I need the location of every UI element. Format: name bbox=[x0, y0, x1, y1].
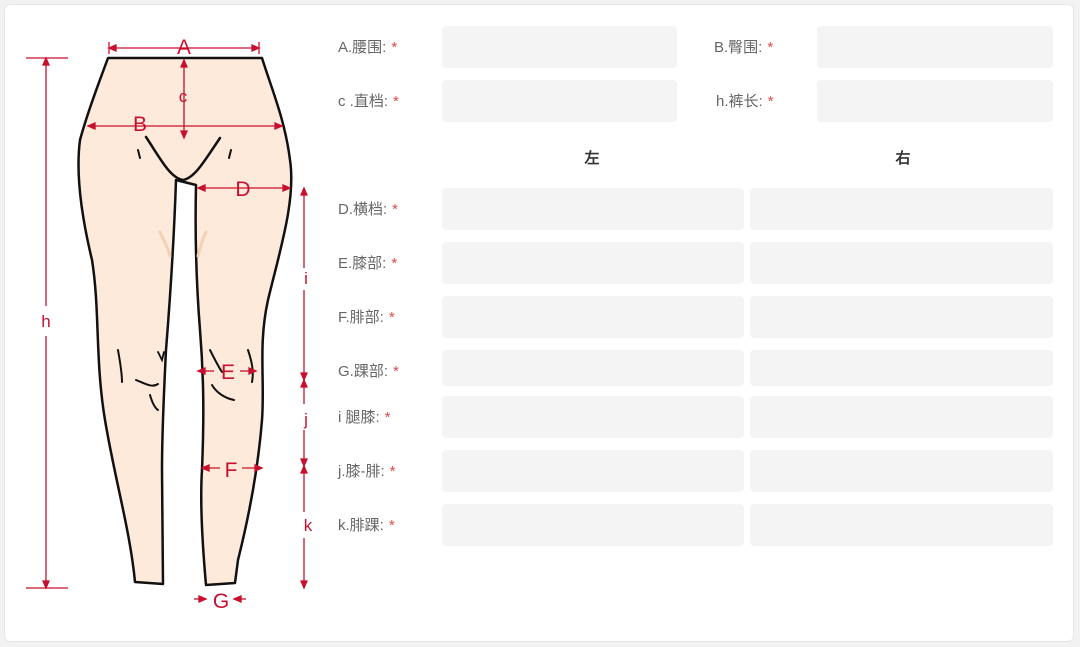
knee-right-input[interactable] bbox=[750, 242, 1053, 284]
calf-ankle-label: k.腓踝:* bbox=[338, 517, 395, 534]
thigh-label: D.横档:* bbox=[338, 201, 399, 218]
pants-length-input[interactable] bbox=[817, 80, 1053, 122]
knee-left-input[interactable] bbox=[442, 242, 744, 284]
calf-label: F.腓部:* bbox=[338, 309, 395, 326]
label-h: h bbox=[41, 312, 50, 331]
legs-silhouette bbox=[77, 56, 293, 587]
waist-input[interactable] bbox=[442, 26, 677, 68]
knee-calf-left-input[interactable] bbox=[442, 450, 744, 492]
calf-right-input[interactable] bbox=[750, 296, 1053, 338]
thigh-right-input[interactable] bbox=[750, 188, 1053, 230]
calf-ankle-right-input[interactable] bbox=[750, 504, 1053, 546]
hip-label: B.臀围:* bbox=[714, 39, 774, 56]
waist-label: A.腰围:* bbox=[338, 39, 398, 56]
label-E: E bbox=[221, 361, 235, 384]
ankle-label: G.踝部:* bbox=[338, 363, 399, 380]
label-c: c bbox=[179, 87, 188, 106]
label-G: G bbox=[213, 590, 229, 613]
thigh-left-input[interactable] bbox=[442, 188, 744, 230]
label-F: F bbox=[225, 459, 238, 482]
hip-input[interactable] bbox=[817, 26, 1053, 68]
label-A: A bbox=[177, 36, 191, 59]
knee-calf-label: j.膝-腓:* bbox=[338, 463, 396, 480]
legs-measurement-diagram: A c B D h i E j F k G bbox=[26, 36, 313, 613]
label-j: j bbox=[303, 410, 308, 429]
label-B: B bbox=[133, 113, 147, 136]
thigh-knee-label: i 腿膝:* bbox=[338, 409, 391, 426]
ankle-left-input[interactable] bbox=[442, 350, 744, 386]
rise-input[interactable] bbox=[442, 80, 677, 122]
left-column-header: 左 bbox=[584, 150, 600, 167]
thigh-knee-left-input[interactable] bbox=[442, 396, 744, 438]
ankle-right-input[interactable] bbox=[750, 350, 1053, 386]
calf-ankle-left-input[interactable] bbox=[442, 504, 744, 546]
knee-calf-right-input[interactable] bbox=[750, 450, 1053, 492]
crotch-line bbox=[144, 135, 222, 182]
rise-label: c .直档:* bbox=[338, 93, 399, 110]
pants-length-label: h.裤长:* bbox=[716, 93, 774, 110]
thigh-knee-right-input[interactable] bbox=[750, 396, 1053, 438]
calf-left-input[interactable] bbox=[442, 296, 744, 338]
label-D: D bbox=[235, 178, 250, 201]
right-column-header: 右 bbox=[895, 150, 911, 167]
label-i: i bbox=[304, 269, 308, 288]
knee-label: E.膝部:* bbox=[338, 255, 398, 272]
label-k: k bbox=[304, 516, 313, 535]
